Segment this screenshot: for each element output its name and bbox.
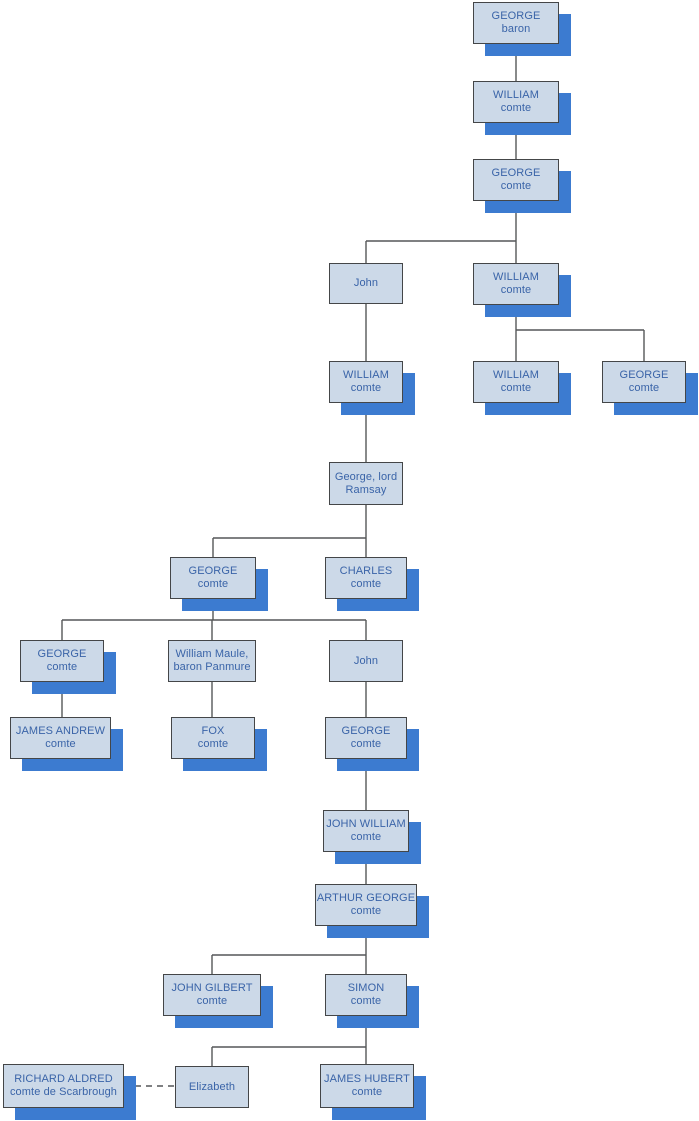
person-title: baron — [501, 23, 531, 35]
person-title: baron Panmure — [173, 661, 251, 673]
person-name: SIMON — [347, 982, 385, 994]
person-name: GEORGE — [341, 725, 391, 737]
person-name: GEORGE — [619, 369, 669, 381]
person-name: William Maule, — [175, 648, 249, 660]
person-title: comte — [197, 738, 229, 750]
person-name: WILLIAM — [343, 369, 389, 381]
person-title: comte — [500, 102, 532, 114]
person-title: comte — [351, 1086, 383, 1098]
person-node[interactable]: Elizabeth — [175, 1066, 249, 1108]
person-title: comte — [350, 578, 382, 590]
person-title: comte — [628, 382, 660, 394]
person-name: JAMES ANDREW — [15, 725, 106, 737]
person-name: George, lord — [334, 470, 398, 483]
person-title: comte de Scarbrough — [9, 1086, 118, 1098]
person-node[interactable]: William Maule,baron Panmure — [168, 640, 256, 682]
person-name: John — [353, 654, 379, 667]
person-name: GEORGE — [491, 10, 541, 22]
person-title: comte — [196, 995, 228, 1007]
person-title: comte — [350, 382, 382, 394]
person-title: comte — [350, 905, 382, 917]
person-title: comte — [350, 995, 382, 1007]
person-title: comte — [500, 180, 532, 192]
person-name: WILLIAM — [493, 369, 539, 381]
person-title: comte — [45, 738, 76, 750]
person-name: ARTHUR GEORGE — [316, 892, 416, 904]
person-name: WILLIAM — [493, 271, 539, 283]
person-name: GEORGE — [188, 565, 238, 577]
person-node[interactable]: John — [329, 263, 403, 304]
person-name: John — [353, 277, 379, 289]
person-title: comte — [500, 284, 532, 296]
connector-path — [212, 505, 367, 557]
person-name: WILLIAM — [493, 89, 539, 101]
person-name: Elizabeth — [188, 1080, 236, 1093]
person-title: comte — [350, 738, 382, 750]
person-name: JAMES HUBERT — [324, 1073, 410, 1085]
person-name: JOHN GILBERT — [171, 982, 253, 994]
person-title: comte — [46, 661, 78, 673]
person-title: comte — [500, 382, 532, 394]
person-name: GEORGE — [37, 648, 87, 660]
person-name: FOX — [201, 725, 225, 737]
person-name: RICHARD ALDRED — [14, 1073, 113, 1085]
person-name: JOHN WILLIAM — [326, 818, 406, 830]
person-title: comte — [197, 578, 229, 590]
person-name: GEORGE — [491, 167, 541, 179]
person-name: CHARLES — [339, 565, 393, 577]
person-title: Ramsay — [345, 483, 387, 496]
person-title: comte — [350, 831, 382, 843]
person-node[interactable]: John — [329, 640, 403, 682]
